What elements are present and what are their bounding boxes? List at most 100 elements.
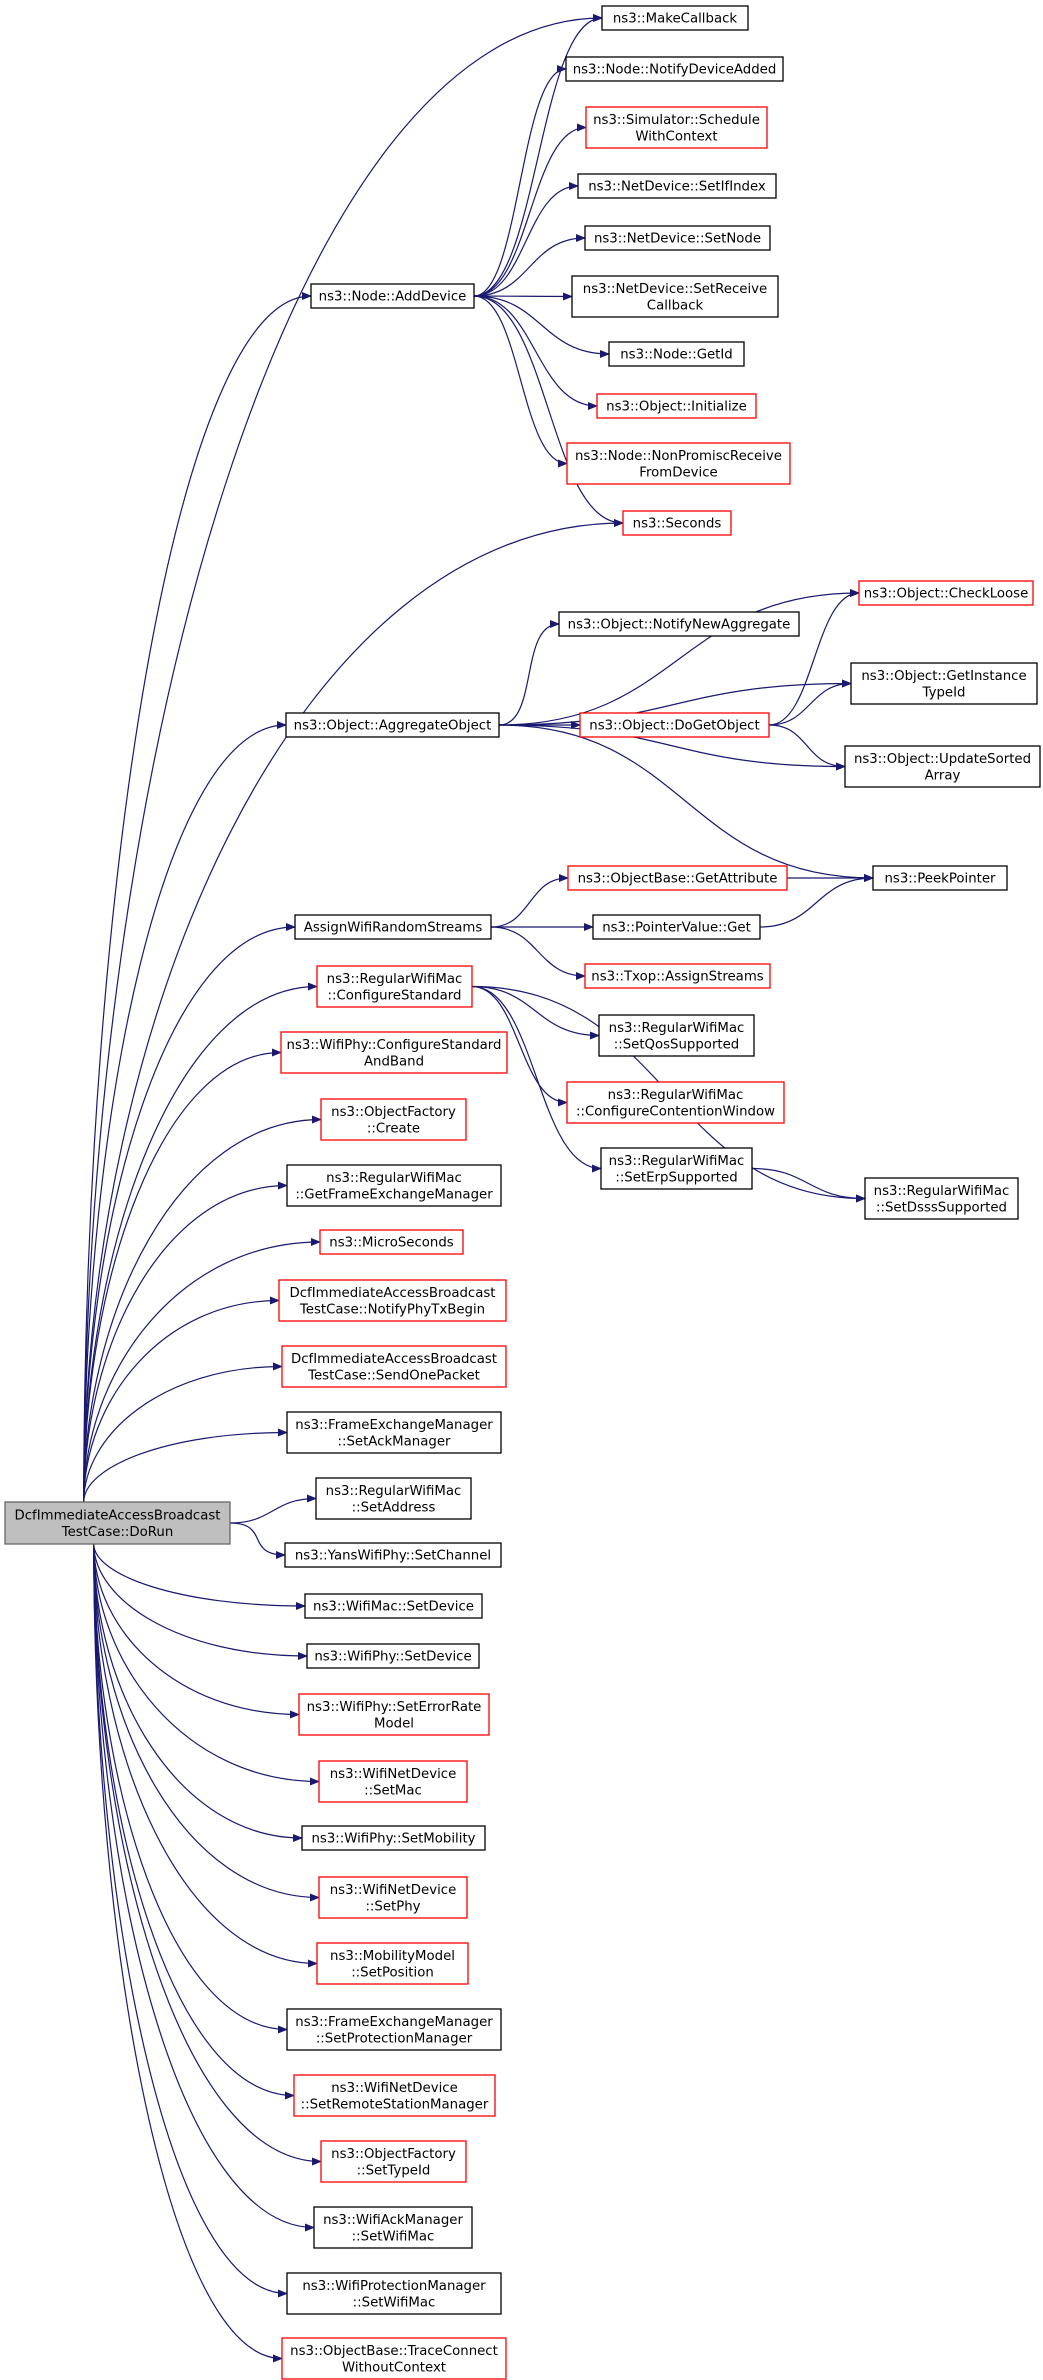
edge-aggregateObject-to-getInstanceTypeId xyxy=(498,679,852,726)
node-label: ns3::WifiPhy::ConfigureStandard xyxy=(287,1038,502,1053)
node-label: ns3::Seconds xyxy=(633,517,722,532)
node-setErpSupported[interactable]: ns3::RegularWifiMac::SetErpSupported xyxy=(600,1147,753,1190)
node-aggregateObject[interactable]: ns3::Object::AggregateObject xyxy=(285,712,500,738)
node-label: DcfImmediateAccessBroadcast xyxy=(14,1508,220,1523)
edge-aggregateObject-to-checkLoose xyxy=(498,589,860,726)
edge-root-to-setPosition xyxy=(93,1543,318,1968)
node-label: ns3::ObjectBase::TraceConnect xyxy=(290,2344,498,2359)
node-protSetWifiMac[interactable]: ns3::WifiProtectionManager::SetWifiMac xyxy=(286,2272,502,2315)
node-setTypeId[interactable]: ns3::ObjectFactory::SetTypeId xyxy=(320,2140,467,2183)
node-setDsssSupported[interactable]: ns3::RegularWifiMac::SetDsssSupported xyxy=(864,1177,1019,1220)
node-initialize[interactable]: ns3::Object::Initialize xyxy=(596,393,757,419)
edge-root-to-setPhy xyxy=(93,1543,320,1902)
node-label: ::SetWifiMac xyxy=(352,2229,435,2244)
node-getId[interactable]: ns3::Node::GetId xyxy=(608,341,745,367)
node-configureStandard[interactable]: ns3::RegularWifiMac::ConfigureStandard xyxy=(316,965,473,1008)
node-label: ::SetAddress xyxy=(352,1500,436,1515)
node-addDevice[interactable]: ns3::Node::AddDevice xyxy=(310,283,475,309)
node-pointerValueGet[interactable]: ns3::PointerValue::Get xyxy=(592,914,761,940)
node-setPhy[interactable]: ns3::WifiNetDevice::SetPhy xyxy=(318,1876,468,1919)
node-setChannel[interactable]: ns3::YansWifiPhy::SetChannel xyxy=(284,1542,502,1568)
node-traceConnect[interactable]: ns3::ObjectBase::TraceConnectWithoutCont… xyxy=(281,2337,507,2380)
node-box xyxy=(596,393,757,419)
node-setNode[interactable]: ns3::NetDevice::SetNode xyxy=(584,225,771,251)
edge-assignRandom-to-getAttribute xyxy=(490,874,569,928)
node-label: ::SetTypeId xyxy=(357,2163,431,2178)
edge-root-to-setAckManager xyxy=(83,1428,288,1503)
node-doGetObject[interactable]: ns3::Object::DoGetObject xyxy=(579,712,770,738)
node-box xyxy=(600,1147,753,1190)
node-makeCallback[interactable]: ns3::MakeCallback xyxy=(601,5,749,31)
node-label: FromDevice xyxy=(639,465,717,480)
node-box xyxy=(313,2206,473,2249)
node-label: ns3::PointerValue::Get xyxy=(602,921,751,936)
node-notifyDeviceAdded[interactable]: ns3::Node::NotifyDeviceAdded xyxy=(565,56,784,82)
node-box xyxy=(565,56,784,82)
node-txopAssign[interactable]: ns3::Txop::AssignStreams xyxy=(584,963,771,989)
node-label: ns3::FrameExchangeManager xyxy=(295,2015,493,2030)
node-box xyxy=(850,662,1038,705)
node-box xyxy=(571,275,779,318)
node-assignRandom[interactable]: AssignWifiRandomStreams xyxy=(294,914,492,940)
edge-aggregateObject-to-updateSortedArray xyxy=(498,724,846,771)
node-label: TestCase::NotifyPhyTxBegin xyxy=(299,1302,485,1317)
edge-root-to-setMac xyxy=(93,1543,320,1786)
node-seconds[interactable]: ns3::Seconds xyxy=(622,510,732,536)
node-root[interactable]: DcfImmediateAccessBroadcastTestCase::DoR… xyxy=(4,1501,231,1545)
edge-pointerValueGet-to-peekPointer xyxy=(759,874,874,928)
node-getFrameExchangeManager[interactable]: ns3::RegularWifiMac::GetFrameExchangeMan… xyxy=(286,1164,502,1207)
node-label: ns3::Object::GetInstance xyxy=(861,669,1026,684)
node-box xyxy=(601,5,749,31)
node-configureContention[interactable]: ns3::RegularWifiMac::ConfigureContention… xyxy=(566,1081,785,1124)
node-box xyxy=(319,1229,464,1255)
node-sendOnePacket[interactable]: DcfImmediateAccessBroadcastTestCase::Sen… xyxy=(281,1345,507,1388)
node-ackSetWifiMac[interactable]: ns3::WifiAckManager::SetWifiMac xyxy=(313,2206,473,2249)
node-wifiMacSetDevice[interactable]: ns3::WifiMac::SetDevice xyxy=(304,1593,483,1619)
node-setIfIndex[interactable]: ns3::NetDevice::SetIfIndex xyxy=(577,173,777,199)
node-box xyxy=(316,1942,469,1985)
edge-addDevice-to-seconds xyxy=(473,295,624,527)
node-getAttribute[interactable]: ns3::ObjectBase::GetAttribute xyxy=(567,865,788,891)
edge-root-to-configureStandardBand xyxy=(83,1048,282,1503)
node-setAckManager[interactable]: ns3::FrameExchangeManager::SetAckManager xyxy=(286,1411,502,1454)
node-label: Array xyxy=(925,768,961,783)
node-label: Model xyxy=(374,1716,414,1731)
node-box xyxy=(598,1014,755,1057)
node-box xyxy=(584,225,771,251)
node-label: ns3::MicroSeconds xyxy=(329,1236,453,1251)
node-setPosition[interactable]: ns3::MobilityModel::SetPosition xyxy=(316,1942,469,1985)
node-setMobility[interactable]: ns3::WifiPhy::SetMobility xyxy=(301,1825,486,1851)
edge-root-to-objectFactoryCreate xyxy=(83,1115,322,1503)
node-box xyxy=(872,865,1008,891)
node-peekPointer[interactable]: ns3::PeekPointer xyxy=(872,865,1008,891)
node-objectFactoryCreate[interactable]: ns3::ObjectFactory::Create xyxy=(320,1098,467,1141)
node-setRemoteStation[interactable]: ns3::WifiNetDevice::SetRemoteStationMana… xyxy=(293,2074,496,2117)
node-notifyNewAggregate[interactable]: ns3::Object::NotifyNewAggregate xyxy=(558,611,800,637)
node-label: ns3::WifiNetDevice xyxy=(330,1767,457,1782)
edge-configureStandard-to-setQosSupported xyxy=(471,985,600,1040)
node-label: ::GetFrameExchangeManager xyxy=(295,1187,493,1202)
node-label: ::SetProtectionManager xyxy=(316,2031,473,2046)
node-setMac[interactable]: ns3::WifiNetDevice::SetMac xyxy=(318,1760,468,1803)
node-box xyxy=(608,341,745,367)
node-microSeconds[interactable]: ns3::MicroSeconds xyxy=(319,1229,464,1255)
node-box xyxy=(286,1411,502,1454)
node-setProtectionManager[interactable]: ns3::FrameExchangeManager::SetProtection… xyxy=(286,2008,502,2051)
node-notifyPhyTxBegin[interactable]: DcfImmediateAccessBroadcastTestCase::Not… xyxy=(278,1279,507,1322)
node-setAddress[interactable]: ns3::RegularWifiMac::SetAddress xyxy=(315,1477,472,1520)
node-wifiPhySetDevice[interactable]: ns3::WifiPhy::SetDevice xyxy=(306,1643,480,1669)
node-label: ns3::RegularWifiMac xyxy=(609,1154,745,1169)
node-checkLoose[interactable]: ns3::Object::CheckLoose xyxy=(858,580,1034,606)
node-label: ns3::Object::NotifyNewAggregate xyxy=(568,618,791,633)
edge-assignRandom-to-txopAssign xyxy=(490,926,586,980)
node-label: ns3::WifiPhy::SetDevice xyxy=(314,1650,471,1665)
edge-addDevice-to-setNode xyxy=(473,234,586,297)
node-setQosSupported[interactable]: ns3::RegularWifiMac::SetQosSupported xyxy=(598,1014,755,1057)
